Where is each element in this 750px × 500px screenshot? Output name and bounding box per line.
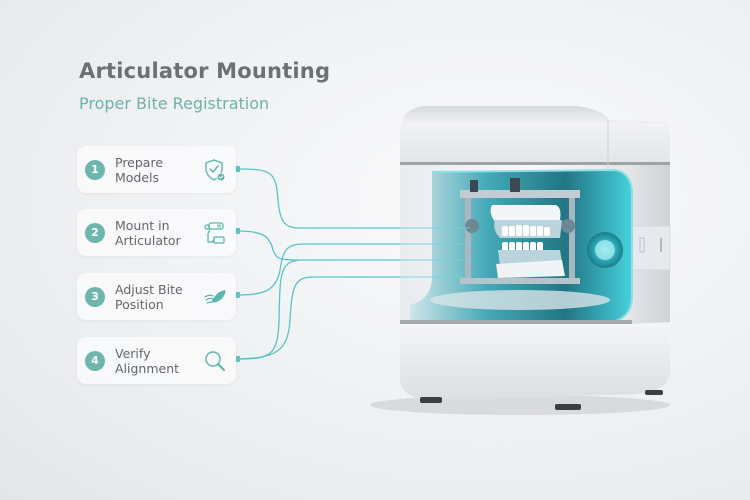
- step-label: Adjust Bite Position: [115, 281, 183, 312]
- step-card-prepare-models[interactable]: 1 Prepare Models: [77, 146, 236, 193]
- articulator-icon: [202, 220, 228, 246]
- magnifier-icon: [202, 348, 228, 374]
- page-subtitle: Proper Bite Registration: [79, 94, 270, 113]
- step-number-badge: 1: [85, 159, 105, 180]
- shield-check-icon: [202, 157, 228, 183]
- step-label: Prepare Models: [115, 154, 164, 185]
- step-card-adjust-bite[interactable]: 3 Adjust Bite Position: [77, 273, 236, 320]
- step-number-badge: 3: [85, 286, 105, 307]
- step-label: Mount in Articulator: [115, 217, 181, 248]
- step-card-verify-alignment[interactable]: 4 Verify Alignment: [77, 337, 236, 384]
- step-card-mount-articulator[interactable]: 2 Mount in Articulator: [77, 209, 236, 256]
- step-number-badge: 2: [85, 222, 105, 243]
- step-label: Verify Alignment: [115, 345, 180, 376]
- page-title: Articulator Mounting: [79, 59, 331, 83]
- feather-adjust-icon: [202, 284, 228, 310]
- step-number-badge: 4: [85, 350, 105, 371]
